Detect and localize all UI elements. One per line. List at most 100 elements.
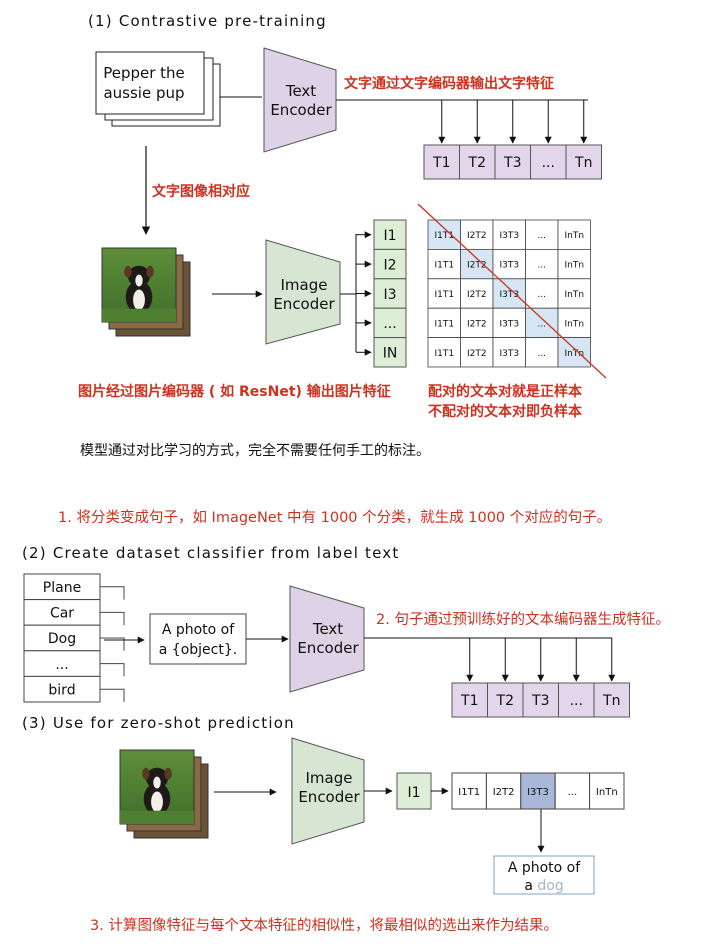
text-token-t1-box — [451, 682, 488, 718]
result-word: dog — [537, 878, 563, 894]
text-encoder-2: Text Encoder — [289, 585, 365, 693]
matrix-cell-label: I1T1 — [434, 290, 454, 300]
matrix-cell-label: I1T1 — [434, 231, 454, 241]
matrix-cell-label: I3T3 — [499, 319, 519, 329]
matrix-cell-positive — [460, 248, 494, 280]
label-item-box — [23, 573, 101, 601]
image-token-i3-box — [373, 278, 407, 309]
negative-note: 不配对的文本对即负样本 — [428, 403, 583, 420]
label-item-car: Car — [50, 606, 74, 622]
text-features-note: 文字通过文字编码器输出文字特征 — [344, 75, 554, 92]
text-encoder-2-line2: Encoder — [297, 639, 359, 657]
label-connector — [100, 586, 125, 600]
image-token-dotsdotsdots-box — [373, 307, 407, 339]
puppy-image-stack-2 — [119, 749, 209, 839]
text-token-tn: Tn — [602, 693, 620, 709]
matrix-cell-label: I3T3 — [499, 349, 519, 359]
score-row: I1T1 I2T2 I3T3... InTn — [451, 772, 625, 810]
score-label-i3t3: I3T3 — [527, 787, 549, 798]
matrix-cell-label: I2T2 — [467, 231, 487, 241]
matrix-cell — [492, 337, 526, 368]
text-token-dotsdotsdots: ... — [542, 155, 555, 171]
matrix-cell — [492, 307, 526, 339]
image-token-in-box — [373, 337, 407, 368]
matrix-cell — [427, 337, 461, 368]
step1-note: 1. 将分类变成句子，如 ImageNet 中有 1000 个分类，就生成 10… — [58, 508, 611, 526]
matrix-cell-label: ... — [537, 261, 546, 271]
image-encoder-1-line2: Encoder — [273, 295, 335, 313]
step3-note: 3. 计算图像特征与每个文本特征的相似性，将最相似的选出来作为结果。 — [90, 917, 558, 934]
text-token-t3: T3 — [531, 693, 549, 709]
matrix-cell-label: I1T1 — [434, 319, 454, 329]
image-token-in: IN — [383, 346, 398, 362]
score-label-intn: InTn — [596, 787, 618, 798]
matrix-cell-label: I2T2 — [467, 349, 487, 359]
matrix-cell-positive — [557, 337, 591, 368]
text-token-t1: T1 — [460, 693, 478, 709]
matrix-cell-positive — [427, 219, 461, 250]
matrix-cell-label: InTn — [564, 261, 584, 271]
text-token-t3-box — [522, 682, 559, 718]
input-text-line2: aussie pup — [103, 84, 184, 102]
label-item-dog: Dog — [48, 631, 76, 647]
result-line2: a dog — [524, 878, 563, 894]
matrix-cell — [492, 248, 526, 280]
puppy-ear-left — [142, 767, 150, 780]
image-token-i1: I1 — [407, 785, 420, 801]
matrix-cell — [427, 248, 461, 280]
matrix-cell-label: I1T1 — [434, 261, 454, 271]
text-token-t1: T1 — [432, 155, 450, 171]
text-token-tn-box — [565, 144, 602, 180]
matrix-cell — [427, 307, 461, 339]
input-text-line1: Pepper the — [103, 64, 185, 82]
label-item-box — [23, 675, 101, 703]
matrix-cell — [427, 278, 461, 309]
image-token-i1: I1 — [383, 228, 396, 244]
label-connector — [100, 663, 125, 677]
text-token-dotsdotsdots: ... — [570, 693, 583, 709]
matrix-cell-label: InTn — [564, 319, 584, 329]
text-token-t1-box — [423, 144, 460, 180]
matrix-cell-label: ... — [537, 319, 546, 329]
score-label-i2t2: I2T2 — [493, 787, 515, 798]
label-connector — [100, 688, 125, 702]
matrix-cell — [557, 248, 591, 280]
score-label-dotsdotsdots: ... — [568, 787, 578, 798]
section3-heading: (3) Use for zero-shot prediction — [22, 714, 295, 732]
label-connector — [100, 611, 125, 626]
text-token-tn-box — [593, 682, 630, 718]
matrix-cell-label: I3T3 — [499, 290, 519, 300]
input-text-stack: Pepper the aussie pup — [95, 51, 221, 127]
score-cell-selected — [520, 772, 556, 810]
matrix-cell-label: I1T1 — [434, 349, 454, 359]
label-connector — [100, 637, 125, 651]
text-encoder-1-line2: Encoder — [270, 101, 332, 119]
image-token-i3: I3 — [383, 287, 396, 303]
text-token-arrows-1 — [438, 100, 588, 144]
text-token-t2: T2 — [468, 155, 486, 171]
matrix-cell — [525, 337, 559, 368]
template-line1: A photo of — [162, 622, 235, 638]
section1-heading: (1) Contrastive pre-training — [88, 12, 327, 30]
matrix-cell-label: ... — [537, 231, 546, 241]
matrix-cell — [525, 248, 559, 280]
score-cell — [485, 772, 522, 810]
score-cell — [589, 772, 625, 810]
image-encoder-1-line1: Image — [281, 276, 328, 294]
puppy-muzzle — [153, 776, 161, 789]
summary-note: 模型通过对比学习的方式，完全不需要任何手工的标注。 — [80, 442, 430, 459]
text-token-arrows-2 — [466, 638, 616, 682]
matrix-cell-label: I3T3 — [499, 261, 519, 271]
section2-heading: (2) Create dataset classifier from label… — [22, 544, 399, 562]
matrix-cell-label: InTn — [564, 349, 584, 359]
text-encoder-2-line1: Text — [312, 620, 343, 638]
puppy-ear-left — [124, 265, 132, 278]
score-label-i1t1: I1T1 — [458, 787, 480, 798]
grass — [102, 308, 176, 322]
text-encoder-1-line1: Text — [285, 82, 316, 100]
